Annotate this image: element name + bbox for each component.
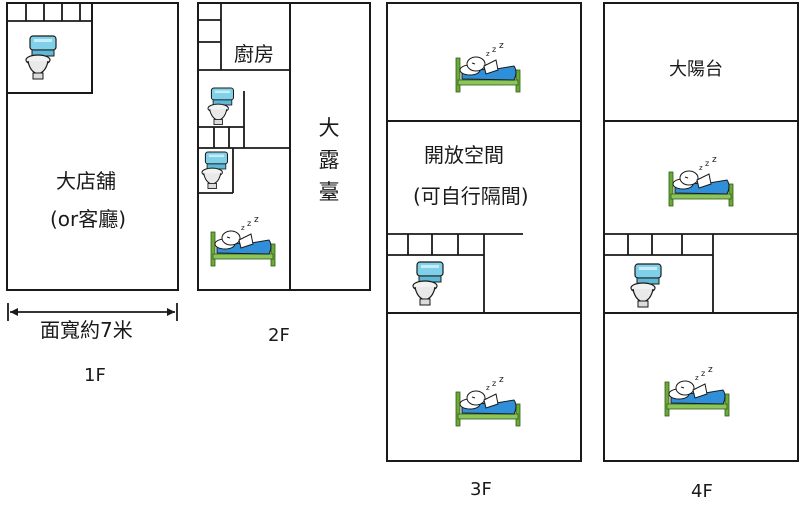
- stairs-icon: [604, 234, 713, 256]
- sleeping-bed-icon: [455, 374, 521, 427]
- floor-label-2f: 2F: [268, 325, 290, 346]
- toilet-icon: [207, 87, 235, 126]
- stairs-icon: [198, 3, 290, 149]
- toilet-icon: [201, 151, 229, 190]
- sleeping-bed-icon: [668, 154, 734, 207]
- room-label-terrace: 大 露 臺: [317, 112, 341, 208]
- toilet-icon: [412, 261, 444, 306]
- frontage-dimension: [7, 303, 178, 321]
- room-label-open-space-note: (可自行隔間): [413, 184, 529, 208]
- stairs-icon: [7, 3, 92, 22]
- frontage-label: 面寬約7米: [40, 318, 133, 342]
- floor-4f: [603, 2, 799, 462]
- floor-2f: [197, 2, 371, 291]
- toilet-icon: [630, 263, 662, 308]
- sleeping-bed-icon: [664, 364, 730, 417]
- stairs-icon: [387, 234, 484, 256]
- floor-label-3f: 3F: [470, 479, 492, 500]
- room-label-balcony: 大陽台: [669, 59, 723, 80]
- toilet-icon: [25, 35, 57, 80]
- room-label-open-space: 開放空間: [424, 143, 504, 167]
- floor-3f: [386, 2, 582, 462]
- sleeping-bed-icon: [210, 214, 276, 267]
- terrace-char: 大: [318, 116, 340, 140]
- room-label-kitchen: 廚房: [234, 42, 274, 66]
- sleeping-bed-icon: [455, 40, 521, 93]
- room-label-shop-alt: (or客廳): [50, 207, 127, 231]
- room-label-shop: 大店舖: [56, 169, 116, 193]
- floor-label-4f: 4F: [691, 481, 713, 502]
- floor-1f: [6, 2, 179, 321]
- floor-label-1f: 1F: [84, 365, 106, 386]
- terrace-char: 臺: [318, 180, 340, 204]
- terrace-char: 露: [318, 148, 340, 172]
